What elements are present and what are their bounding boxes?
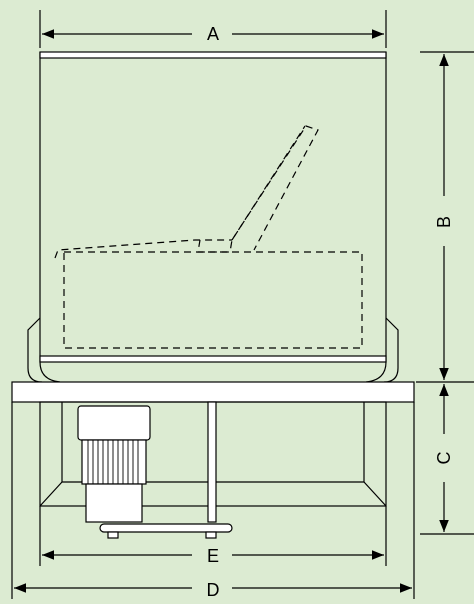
motor-body: [81, 439, 147, 485]
dimension-c: [420, 384, 474, 535]
belt-linkage: [99, 523, 233, 539]
dimension-label-e: E: [207, 546, 219, 566]
hood-housing: [27, 51, 399, 383]
lower-frame: [39, 401, 387, 523]
dimension-label-b: B: [434, 216, 454, 228]
dimension-a: [39, 10, 387, 48]
dimension-e: [39, 506, 387, 566]
dimension-d: [11, 402, 415, 599]
dimension-b: [416, 51, 474, 383]
inner-unit-hidden: [54, 125, 363, 349]
motor-head: [77, 405, 151, 441]
motor-mount: [85, 483, 143, 523]
dimension-label-d: D: [207, 580, 220, 599]
dimension-label-a: A: [207, 24, 219, 44]
motor: [77, 405, 151, 523]
motor-fins: [87, 440, 139, 484]
base-plate: [11, 381, 415, 403]
dimension-label-c: C: [434, 452, 454, 465]
